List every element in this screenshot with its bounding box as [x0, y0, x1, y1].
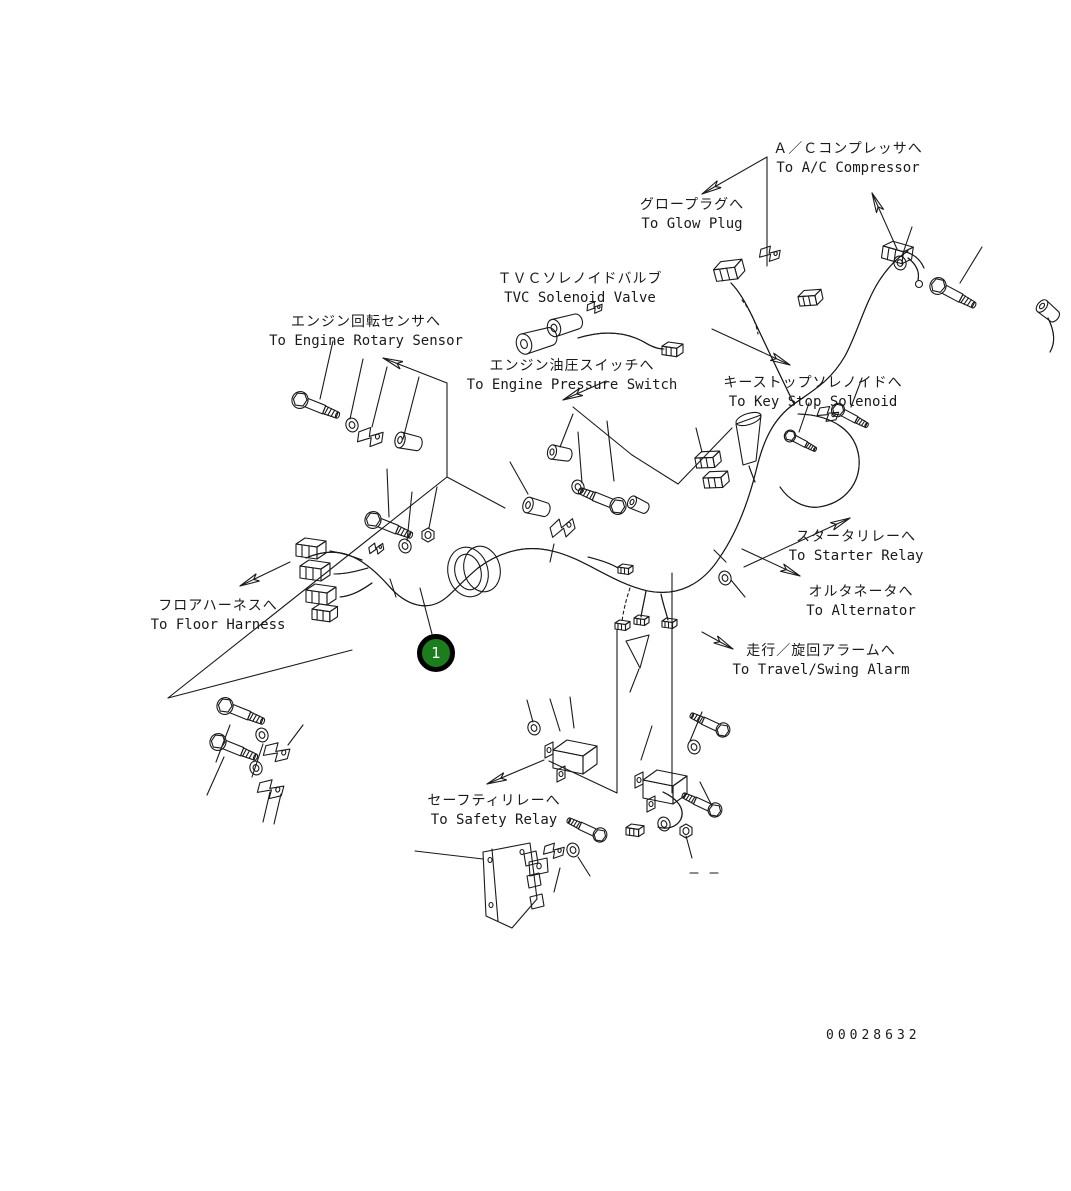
bolt: [288, 388, 343, 425]
clamp: [356, 425, 385, 449]
callout-travel-swing-alarm: 走行／旋回アラームへ To Travel/Swing Alarm: [732, 642, 909, 680]
callout-en: To Floor Harness: [150, 617, 286, 633]
tvc-solenoid-valve-part: [513, 300, 603, 357]
callout-glow-plug: グロープラグへ To Glow Plug: [640, 196, 744, 234]
callout-ja: オルタネータへ: [808, 584, 914, 600]
callout-safety-relay: セーフティリレーへ To Safety Relay: [427, 792, 560, 830]
callout-en: To Starter Relay: [788, 548, 924, 564]
branch-wires: [330, 252, 1054, 828]
arrow-alternator: [742, 549, 800, 576]
callout-ja: キーストップソレノイドへ: [723, 375, 903, 391]
callout-en: To Travel/Swing Alarm: [732, 662, 910, 678]
callout-floor-harness: フロアハーネスへ To Floor Harness: [151, 597, 286, 635]
callout-ac-compressor: Ａ／Ｃコンプレッサへ To A/C Compressor: [773, 140, 923, 178]
callout-en: To A/C Compressor: [776, 160, 920, 176]
callout-ja: スタータリレーへ: [795, 529, 916, 545]
callout-en: To Alternator: [806, 603, 916, 619]
relay: [544, 739, 598, 783]
arrow-safety-relay: [487, 760, 544, 784]
callout-ja: 走行／旋回アラームへ: [746, 643, 896, 659]
glow-plug-connector: [711, 255, 747, 285]
callout-en: To Engine Pressure Switch: [466, 377, 678, 393]
tvc-connector: [661, 341, 684, 358]
part-balloon-number: 1: [431, 644, 441, 662]
arrow-engine-pressure-switch: [563, 381, 606, 400]
callout-arrows: [240, 157, 897, 784]
washer: [343, 415, 361, 435]
callout-ja: グロープラグへ: [639, 197, 745, 213]
relay-assembly: [544, 739, 688, 813]
arrow-floor-harness: [240, 562, 290, 586]
callout-en: TVC Solenoid Valve: [504, 290, 656, 306]
callout-ja: エンジン油圧スイッチへ: [489, 358, 655, 374]
callout-engine-rotary-sensor: エンジン回転センサへ To Engine Rotary Sensor: [269, 313, 463, 351]
leader-lines: [168, 157, 982, 892]
mounting-plate: [483, 843, 548, 928]
callout-ja: Ａ／Ｃコンプレッサへ: [773, 141, 923, 157]
key-stop-boot: [734, 410, 762, 465]
callout-en: To Glow Plug: [641, 216, 743, 232]
callout-ja: エンジン回転センサへ: [291, 314, 441, 330]
grommet: [443, 542, 505, 601]
arrow-ac-compressor: [872, 193, 897, 249]
callout-starter-relay: スタータリレーへ To Starter Relay: [789, 528, 924, 566]
callout-ja: ＴＶＣソレノイドバルブ: [497, 271, 663, 287]
connectors: [295, 239, 915, 692]
arrow-starter-relay: [744, 518, 850, 567]
callout-ja: セーフティリレーへ: [427, 793, 561, 809]
part-balloon-1[interactable]: 1: [417, 634, 455, 672]
callout-tvc-solenoid-valve: ＴＶＣソレノイドバルブ TVC Solenoid Valve: [498, 270, 663, 308]
arrow-travel-swing-alarm: [702, 632, 733, 649]
arrow-engine-rotary-sensor: [383, 358, 447, 383]
callout-en: To Key Stop Solenoid: [728, 394, 898, 410]
callout-alternator: オルタネータへ To Alternator: [806, 583, 916, 621]
callout-key-stop-solenoid: キーストップソレノイドへ To Key Stop Solenoid: [723, 374, 902, 412]
arrow-glow-plug: [702, 157, 767, 194]
callout-engine-pressure-switch: エンジン油圧スイッチへ To Engine Pressure Switch: [467, 357, 678, 395]
callout-en: To Engine Rotary Sensor: [269, 333, 463, 349]
callout-en: To Safety Relay: [430, 812, 558, 828]
callout-ja: フロアハーネスへ: [158, 598, 278, 614]
drawing-number: 00028632: [826, 1028, 921, 1043]
arrow-key-stop-solenoid: [712, 329, 790, 365]
relay: [634, 769, 688, 813]
